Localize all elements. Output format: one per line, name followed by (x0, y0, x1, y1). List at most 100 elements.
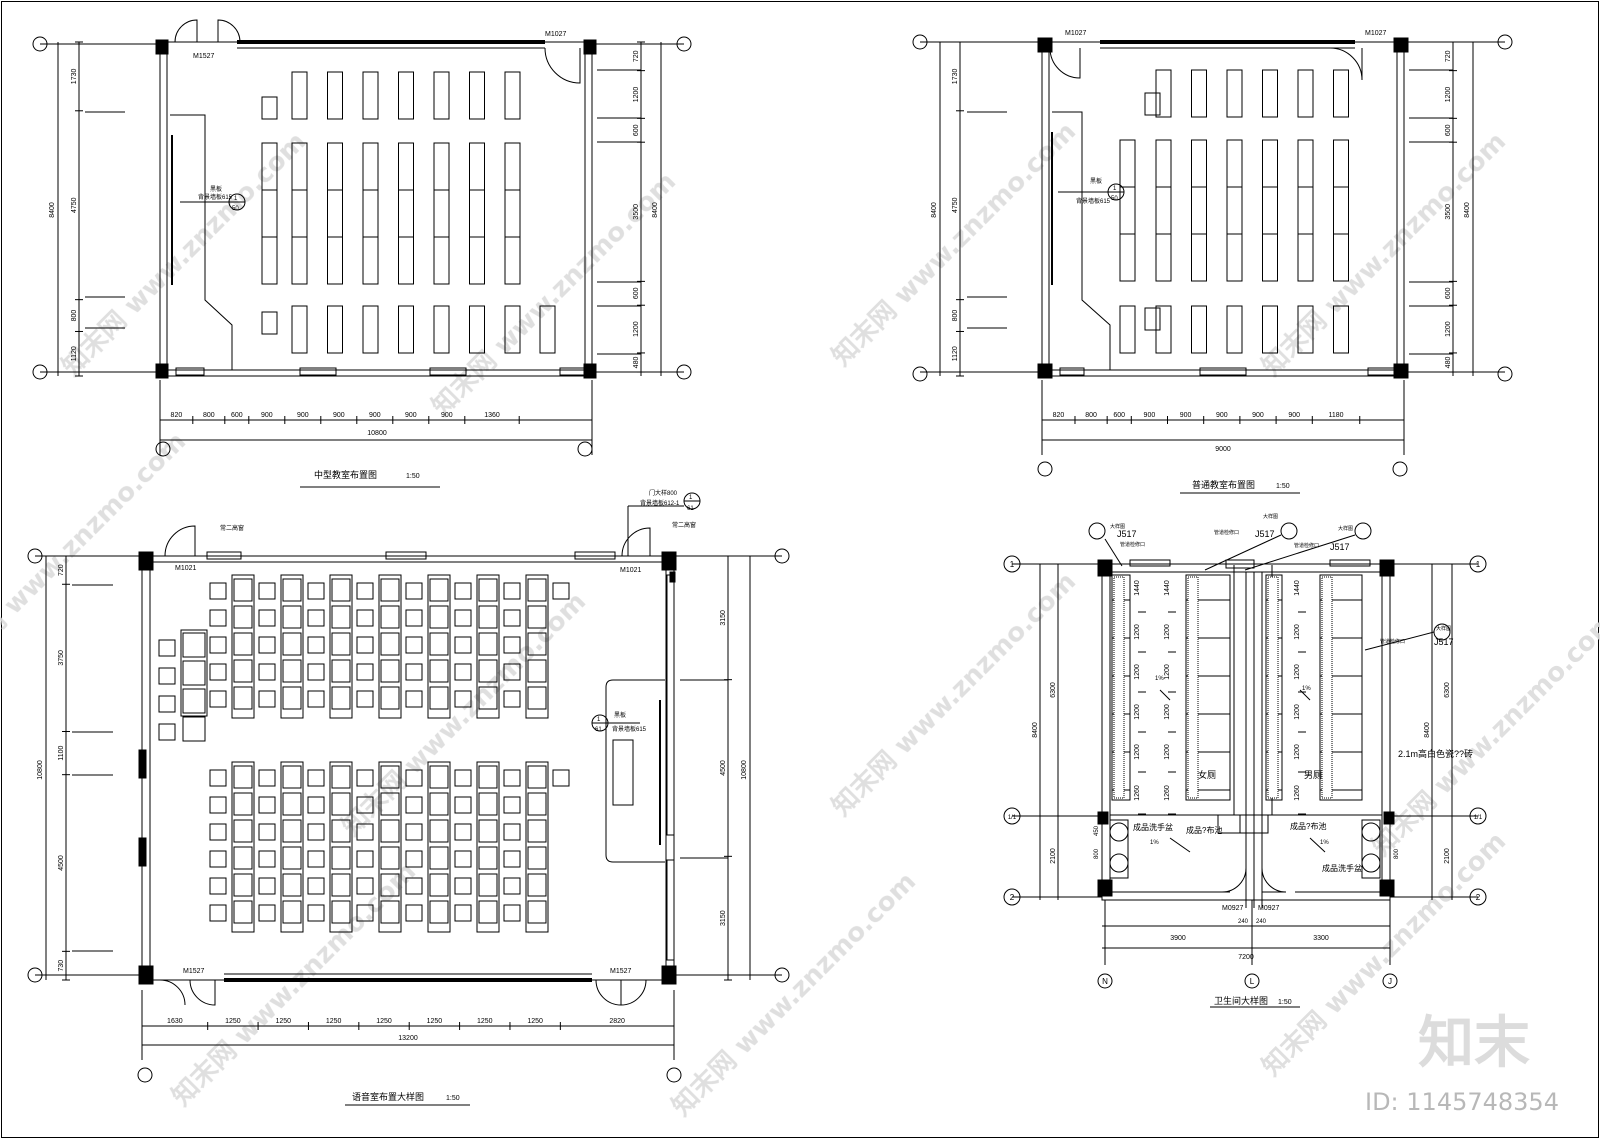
seat (429, 846, 449, 870)
chair (405, 850, 423, 868)
slope-label: 1% (1320, 840, 1329, 846)
board-label: 黑板 (614, 711, 626, 719)
seat (233, 819, 253, 843)
seat (380, 846, 400, 870)
chair (503, 609, 521, 627)
chair (356, 796, 374, 814)
chair (356, 823, 374, 841)
desk-column (525, 574, 549, 719)
axis-label: J (1388, 977, 1392, 986)
desk (1119, 233, 1136, 282)
door-label: M1527 (610, 968, 632, 975)
dimension-text: 1360 (484, 412, 500, 419)
seat (527, 846, 547, 870)
dim-text: 6300 (1050, 682, 1057, 698)
fixture-label: 成品洗手盆 (1133, 822, 1173, 832)
seat (527, 819, 547, 843)
dimension-text: 1200 (1294, 664, 1301, 680)
dim-text: 3300 (1313, 935, 1329, 942)
chair (307, 796, 325, 814)
room-label-male: 男厕 (1304, 770, 1322, 780)
chair (356, 904, 374, 922)
total-left-dim: 10800 (37, 760, 44, 780)
desk (1297, 233, 1314, 282)
chair (356, 636, 374, 654)
seat (331, 792, 351, 816)
dimension-text: 820 (171, 412, 183, 419)
chair (209, 769, 227, 787)
seat (429, 873, 449, 897)
seat (380, 765, 400, 789)
medium-classroom-plan (32, 19, 692, 488)
dimension-text: 1250 (527, 1018, 543, 1025)
seat (380, 686, 400, 710)
desk-column (329, 761, 353, 933)
chair (307, 769, 325, 787)
small-note: 管道检修口 (1214, 529, 1239, 536)
desk (398, 305, 414, 354)
chair (258, 582, 276, 600)
dimension-text: 1250 (326, 1018, 342, 1025)
seat (478, 686, 498, 710)
desk (327, 71, 343, 120)
dimension-text: 1440 (1294, 580, 1301, 596)
seat (331, 659, 351, 683)
desk (291, 305, 308, 354)
dimension-text: 800 (952, 310, 959, 322)
axis-label: 1 (1010, 560, 1015, 569)
seat (478, 900, 498, 924)
chair (405, 690, 423, 708)
seat (478, 819, 498, 843)
desk (433, 71, 450, 120)
dim-text: 2100 (1050, 848, 1057, 864)
chair (307, 609, 325, 627)
chair (209, 877, 227, 895)
room-label-female: 女厕 (1198, 769, 1216, 780)
chair (209, 663, 227, 681)
chair (356, 609, 374, 627)
dim-text: 240 (1256, 919, 1267, 925)
seat (233, 578, 253, 602)
dim-text: 800 (1394, 848, 1400, 859)
seat (478, 578, 498, 602)
desk (362, 305, 379, 354)
chair (209, 796, 227, 814)
ordinary-classroom-plan (912, 34, 1513, 494)
board-label: 黑板 (210, 185, 222, 193)
drawing-scale: 1:50 (1276, 483, 1290, 490)
dim-text: 6300 (1444, 682, 1451, 698)
desk (1262, 233, 1278, 282)
drawing-scale: 1:50 (1278, 999, 1292, 1006)
seat (182, 632, 206, 658)
dimension-text: 1200 (1134, 704, 1141, 720)
desk (1333, 305, 1349, 354)
chair (503, 690, 521, 708)
seat (331, 873, 351, 897)
chair (503, 904, 521, 922)
seat (380, 900, 400, 924)
chair (454, 609, 472, 627)
dimension-text: 3500 (1445, 204, 1452, 220)
chair (405, 796, 423, 814)
desk (1226, 69, 1243, 118)
small-note: 大样图 (1338, 525, 1353, 532)
board-label: 黑板 (1090, 177, 1102, 185)
drawing-title: 卫生间大样图 (1214, 995, 1268, 1006)
drawing-title: 中型教室布置图 (314, 469, 377, 480)
desk (1155, 233, 1172, 282)
seat (282, 765, 302, 789)
desk (504, 305, 521, 354)
desk (433, 305, 450, 354)
dim-text: 3900 (1170, 935, 1186, 942)
seat (429, 578, 449, 602)
chair (356, 769, 374, 787)
seat (233, 846, 253, 870)
chair (258, 609, 276, 627)
detail-tag-number: 1 (1113, 186, 1117, 192)
chair (307, 904, 325, 922)
toilet-stall-dimensions: 1440120012001200120012601440120012001200… (1134, 563, 1306, 815)
chair (552, 769, 570, 787)
toilet-stalls (1111, 574, 1363, 801)
seat (527, 605, 547, 629)
